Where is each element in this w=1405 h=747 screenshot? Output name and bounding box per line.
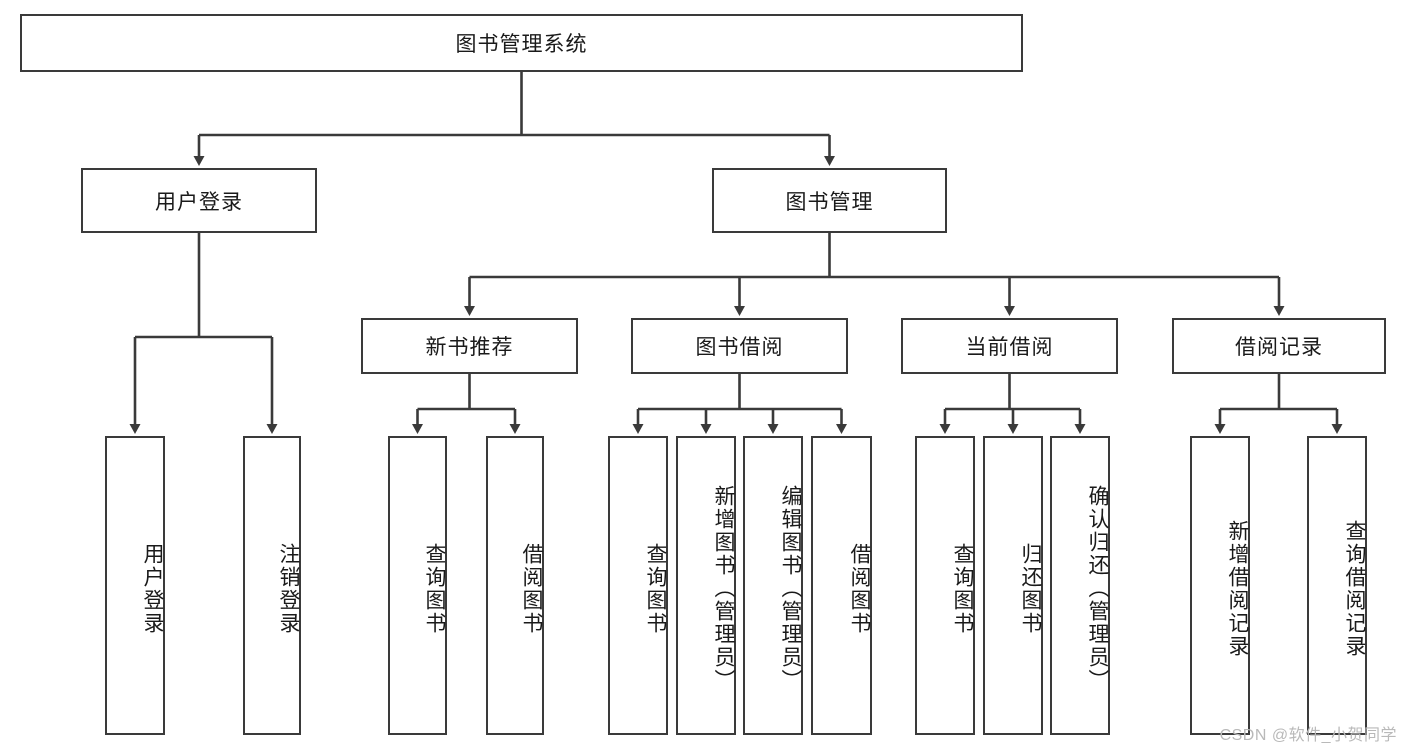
node-leaf-add-record[interactable]: 新增借阅记录	[1190, 436, 1250, 735]
node-user-login[interactable]: 用户登录	[81, 168, 317, 233]
node-root[interactable]: 图书管理系统	[20, 14, 1023, 72]
node-new-book-recommend[interactable]: 新书推荐	[361, 318, 578, 374]
node-label: 查询图书	[951, 542, 974, 635]
node-label: 新增图书（管理员）	[712, 485, 735, 692]
node-borrow-record[interactable]: 借阅记录	[1172, 318, 1386, 374]
node-label: 查询图书	[423, 542, 446, 635]
node-leaf-add-book[interactable]: 新增图书（管理员）	[676, 436, 736, 735]
node-leaf-confirm-return[interactable]: 确认归还（管理员）	[1050, 436, 1110, 735]
node-label: 借阅图书	[520, 542, 543, 635]
node-label: 用户登录	[141, 542, 164, 635]
node-label: 当前借阅	[965, 336, 1054, 359]
node-current-borrow[interactable]: 当前借阅	[901, 318, 1118, 374]
node-label: 新增借阅记录	[1226, 519, 1249, 658]
node-book-manage[interactable]: 图书管理	[712, 168, 947, 233]
node-leaf-query-record[interactable]: 查询借阅记录	[1307, 436, 1367, 735]
node-leaf-return-book[interactable]: 归还图书	[983, 436, 1043, 735]
node-label: 图书借阅	[695, 336, 784, 359]
node-leaf-query-book-3[interactable]: 查询图书	[915, 436, 975, 735]
node-leaf-query-book-2[interactable]: 查询图书	[608, 436, 668, 735]
watermark-text: CSDN @软件_小贺同学	[1219, 727, 1397, 744]
node-leaf-borrow-book-2[interactable]: 借阅图书	[811, 436, 872, 735]
node-label: 查询借阅记录	[1343, 519, 1366, 658]
node-label: 用户登录	[155, 190, 243, 214]
node-label: 借阅图书	[848, 542, 871, 635]
connector-bus	[469, 233, 1279, 279]
node-leaf-query-book-1[interactable]: 查询图书	[388, 436, 447, 735]
node-label: 新书推荐	[425, 336, 514, 359]
connector-bus	[417, 374, 515, 411]
node-label: 借阅记录	[1235, 336, 1323, 359]
node-book-borrow[interactable]: 图书借阅	[631, 318, 848, 374]
node-leaf-logout[interactable]: 注销登录	[243, 436, 301, 735]
connector-bus	[199, 72, 830, 137]
node-label: 图书管理系统	[455, 33, 588, 56]
connector-bus	[945, 374, 1080, 411]
node-label: 确认归还（管理员）	[1086, 485, 1109, 692]
node-leaf-edit-book[interactable]: 编辑图书（管理员）	[743, 436, 803, 735]
connector-bus	[638, 374, 842, 411]
node-label: 查询图书	[644, 542, 667, 635]
node-label: 图书管理	[785, 190, 874, 214]
node-label: 归还图书	[1019, 542, 1042, 635]
connector-bus	[1220, 374, 1337, 411]
node-label: 注销登录	[277, 542, 300, 635]
connector-bus	[135, 233, 272, 339]
node-leaf-user-login[interactable]: 用户登录	[105, 436, 165, 735]
node-label: 编辑图书（管理员）	[779, 485, 802, 692]
node-leaf-borrow-book-1[interactable]: 借阅图书	[486, 436, 544, 735]
